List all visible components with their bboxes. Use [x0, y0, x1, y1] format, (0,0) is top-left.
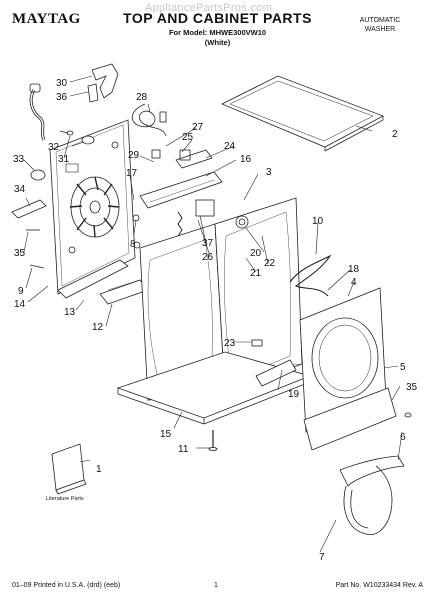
rear-panel — [49, 119, 136, 295]
callout-31: 31 — [58, 154, 70, 165]
callout-32: 32 — [48, 142, 60, 153]
callout-14: 14 — [14, 299, 26, 310]
product-type-line-1: AUTOMATIC — [359, 17, 401, 24]
leader-lines — [23, 75, 403, 553]
callout-36: 36 — [56, 92, 68, 103]
toe-panel — [303, 387, 397, 451]
footer-part-number: Part No. W10233434 Rev. A — [335, 582, 423, 589]
callout-24: 24 — [224, 141, 236, 152]
callout-27: 27 — [192, 122, 204, 133]
callout-34: 34 — [14, 184, 26, 195]
literature-label: Literature Parts — [46, 496, 84, 502]
small-rear-parts — [59, 130, 95, 145]
callout-2: 2 — [392, 129, 398, 140]
model-line: For Model: MHWE300VW10 — [168, 28, 267, 37]
inlet-hose — [29, 63, 119, 141]
callout-16: 16 — [240, 154, 252, 165]
brand-logo: MAYTAG — [12, 11, 81, 27]
part-23 — [251, 339, 263, 347]
callout-35b: 35 — [406, 382, 418, 393]
callout-1: 1 — [96, 464, 102, 475]
callout-13: 13 — [64, 307, 76, 318]
wire-harness — [289, 254, 332, 297]
callout-30: 30 — [56, 78, 68, 89]
callout-22: 22 — [264, 258, 276, 269]
control-bracket — [132, 149, 223, 249]
page-title: TOP AND CABINET PARTS — [123, 10, 312, 26]
callout-28: 28 — [136, 92, 148, 103]
callout-35: 35 — [14, 248, 26, 259]
screw-9 — [29, 264, 45, 269]
callout-18: 18 — [348, 264, 360, 275]
cabinet — [139, 197, 303, 401]
color-line: (White) — [204, 38, 231, 47]
callout-8: 8 — [130, 239, 136, 250]
callout-labels: 1 2 3 4 5 6 7 8 9 10 11 12 13 14 15 16 1… — [13, 78, 418, 563]
callout-21: 21 — [250, 268, 262, 279]
footer-print-info: 01–09 Printed in U.S.A. (drd) (eeb) — [12, 582, 121, 589]
rear-bracket — [11, 199, 47, 219]
callout-10: 10 — [312, 216, 324, 227]
oval-bumper — [30, 169, 46, 181]
callout-9: 9 — [18, 286, 24, 297]
callout-12: 12 — [92, 322, 104, 333]
callout-4: 4 — [351, 277, 357, 288]
callout-25: 25 — [182, 132, 194, 143]
callout-3: 3 — [266, 167, 272, 178]
toe-panel-screw — [404, 412, 412, 418]
watermark: AppliancePartsPros.com — [145, 2, 273, 14]
part-19 — [255, 359, 297, 387]
callout-26: 26 — [202, 252, 214, 263]
callout-20: 20 — [250, 248, 262, 259]
cabinet-base — [116, 351, 312, 425]
callout-15: 15 — [160, 429, 172, 440]
callout-7: 7 — [319, 552, 325, 563]
footer-page-number: 1 — [214, 582, 218, 589]
callout-29: 29 — [128, 150, 140, 161]
leveling-foot-pad — [208, 447, 218, 451]
product-type: AUTOMATIC WASHER — [335, 16, 425, 34]
callout-17: 17 — [126, 168, 138, 179]
callout-11: 11 — [178, 444, 189, 455]
callout-37: 37 — [202, 238, 214, 249]
callout-6: 6 — [400, 432, 406, 443]
door-seal — [339, 455, 405, 535]
callout-19: 19 — [288, 389, 300, 400]
product-type-line-2: WASHER — [364, 26, 396, 33]
literature-booklet — [51, 443, 87, 495]
callout-5: 5 — [400, 362, 406, 373]
top-panel — [221, 75, 384, 152]
callout-33: 33 — [13, 154, 25, 165]
callout-23: 23 — [224, 338, 236, 349]
